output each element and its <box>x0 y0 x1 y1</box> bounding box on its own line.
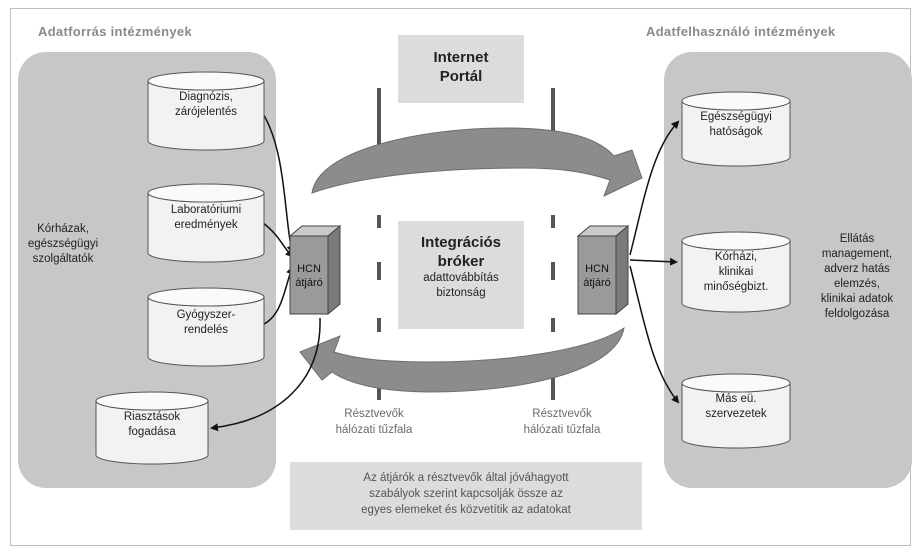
cylinder-diagnosis-label: Diagnózis, zárójelentés <box>174 91 237 118</box>
gateway-note-text: Az átjárók a résztvevők által jóváhagyot… <box>361 472 571 516</box>
cylinder-hospital-quality-label: Kórházi, klinikai minőségbizt. <box>703 251 769 293</box>
right-panel-title: Adatfelhasználó intézmények <box>646 24 836 39</box>
top-curved-arrow <box>311 127 643 197</box>
gateway-right-label: HCN átjáró <box>583 263 611 289</box>
gateway-left-label: HCN átjáró <box>295 263 323 289</box>
cylinder-health-authorities-label: Egészségügyi hatóságok <box>700 111 772 138</box>
gateway-note-box <box>290 462 642 530</box>
cylinder-prescription-label: Gyógyszer- rendelés <box>176 309 236 336</box>
cylinder-hospital-quality <box>681 231 791 313</box>
bottom-curved-arrow <box>299 326 625 393</box>
left-side-text: Kórházak, egészségügyi szolgáltatók <box>27 223 99 265</box>
gateway-cube-right <box>576 224 630 316</box>
cylinder-health-authorities <box>681 91 791 167</box>
cylinder-alerts <box>95 391 209 465</box>
right-side-text: Ellátás management, adverz hatás elemzés… <box>820 233 894 320</box>
right-connectors <box>629 120 680 404</box>
cylinder-diagnosis <box>147 71 265 151</box>
left-panel-title: Adatforrás intézmények <box>38 24 192 39</box>
internet-portal-box: Internet Portál <box>398 35 524 103</box>
cylinder-laboratory <box>147 183 265 263</box>
firewall-right-label: Résztvevők hálózati tűzfala <box>523 408 601 436</box>
integration-broker-box: Integrációs bróker adattovábbítás bizton… <box>398 221 524 329</box>
cylinder-laboratory-label: Laboratóriumi eredmények <box>170 204 242 231</box>
gateway-cube-left <box>288 224 342 316</box>
cylinder-prescription <box>147 287 265 367</box>
firewall-left-label: Résztvevők hálózati tűzfala <box>335 408 413 436</box>
cylinder-other-orgs <box>681 373 791 449</box>
cylinder-other-orgs-label: Más eü. szervezetek <box>705 393 767 420</box>
cylinder-alerts-label: Riasztások fogadása <box>123 411 181 438</box>
